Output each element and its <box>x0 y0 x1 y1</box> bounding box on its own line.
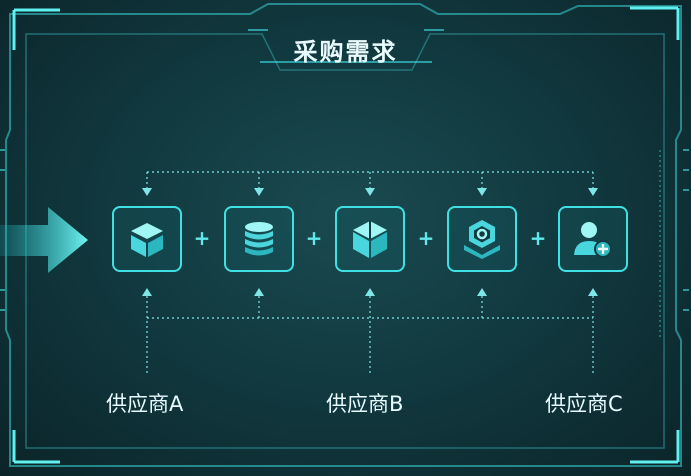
database-icon <box>245 222 273 256</box>
node-box <box>335 206 405 272</box>
bottom-arrowheads <box>142 288 598 296</box>
corner-accent-br <box>630 430 680 464</box>
top-dotted-bus <box>146 171 594 192</box>
node-database <box>224 206 294 272</box>
side-ticks <box>0 149 689 311</box>
page-title: 采购需求 <box>293 38 398 66</box>
plus-connector-2: + <box>305 226 323 250</box>
input-arrow <box>0 207 88 273</box>
box-icon <box>353 221 387 258</box>
inner-frame <box>25 33 665 449</box>
supplier-b-label: 供应商B <box>326 392 404 416</box>
corner-accent-bl <box>12 430 60 464</box>
plus-connector-1: + <box>193 226 211 250</box>
corner-accent-tr <box>630 6 680 40</box>
supplier-a-label: 供应商A <box>106 392 184 416</box>
node-badge <box>447 206 517 272</box>
plus-connector-3: + <box>417 226 435 250</box>
outer-frame <box>5 3 682 467</box>
title-bracket <box>248 29 444 63</box>
supplier-c-label: 供应商C <box>545 392 623 416</box>
node-add-user <box>558 206 628 272</box>
bottom-dotted-bus <box>146 296 594 376</box>
cube-icon <box>131 223 163 257</box>
plus-connector-4: + <box>529 226 547 250</box>
add-user-icon <box>574 222 612 258</box>
corner-accent-tl <box>12 8 60 50</box>
node-cube <box>112 206 182 272</box>
badge-icon <box>464 220 500 259</box>
top-arrowheads <box>142 188 598 196</box>
